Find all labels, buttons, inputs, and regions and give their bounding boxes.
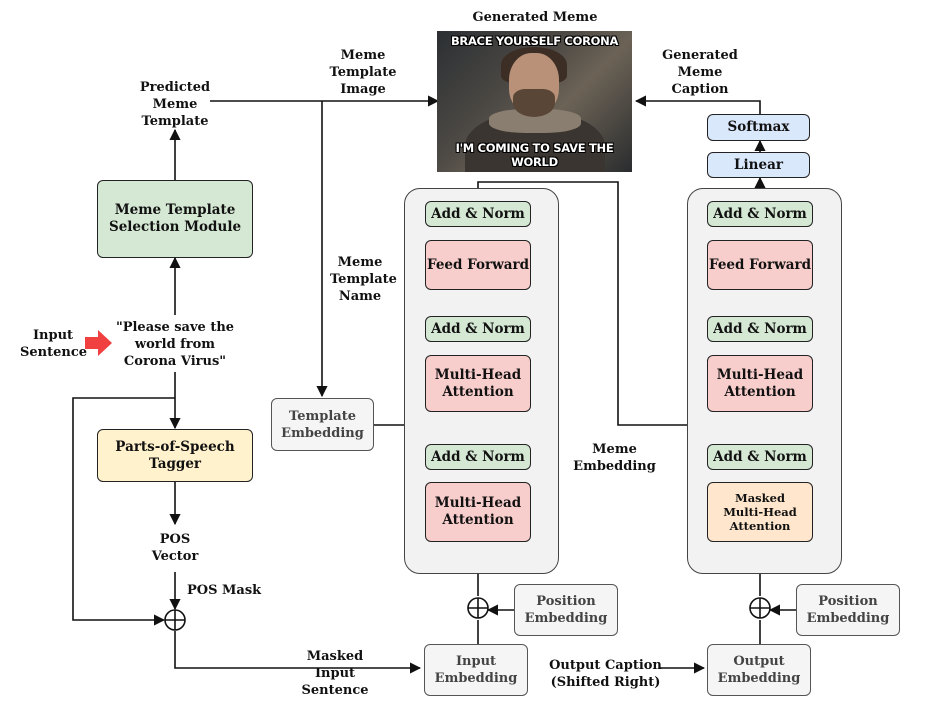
output-embedding-box: Output Embedding (707, 644, 811, 696)
linear-box: Linear (707, 152, 810, 178)
meme-template-image-label: Meme Template Image (329, 48, 397, 97)
decoder-position-embedding: Position Embedding (796, 584, 900, 636)
encoder-multi-head-attention-lower: Multi-Head Attention (425, 482, 531, 542)
output-caption-label: Output Caption (Shifted Right) (549, 658, 662, 690)
meme-template-name-label: Meme Template Name (330, 255, 397, 304)
decoder-add-norm-top: Add & Norm (707, 201, 813, 227)
decoder-add-norm-mid: Add & Norm (707, 316, 813, 342)
encoder-feed-forward: Feed Forward (425, 240, 531, 290)
meme-bottom-text: I'M COMING TO SAVE THE WORLD (455, 141, 614, 169)
template-embedding-box: Template Embedding (271, 398, 374, 451)
pos-tagger-box: Parts-of-Speech Tagger (97, 429, 253, 482)
meme-top-text: BRACE YOURSELF CORONA (450, 34, 619, 48)
decoder-feed-forward: Feed Forward (707, 240, 813, 290)
encoder-multi-head-attention-upper: Multi-Head Attention (425, 355, 531, 412)
decoder-add-norm-low: Add & Norm (707, 444, 813, 470)
meme-embedding-label: Meme Embedding (573, 442, 656, 474)
meme-image: BRACE YOURSELF CORONA I'M COMING TO SAVE… (437, 31, 632, 172)
masked-input-label: Masked Input Sentence (301, 649, 369, 698)
encoder-add-norm-low: Add & Norm (425, 444, 531, 470)
encoder-add-norm-mid: Add & Norm (425, 316, 531, 342)
decoder-multi-head-attention: Multi-Head Attention (707, 355, 813, 412)
generated-meme-title: Generated Meme (472, 10, 598, 25)
pos-vector-label: POS Vector (151, 532, 199, 564)
generated-caption-label: Generated Meme Caption (662, 48, 738, 97)
input-embedding-box: Input Embedding (424, 644, 528, 696)
meme-template-selection-module: Meme Template Selection Module (97, 180, 253, 258)
encoder-add-norm-top: Add & Norm (425, 201, 531, 227)
decoder-masked-multi-head-attention: Masked Multi-Head Attention (707, 482, 813, 542)
meme-figure-beard (513, 89, 555, 117)
pos-mask-label: POS Mask (187, 583, 262, 598)
input-quote-text: "Please save the world from Corona Virus… (115, 320, 235, 369)
predicted-template-label: Predicted Meme Template (139, 80, 211, 129)
red-arrow-icon (85, 330, 112, 356)
input-sentence-label: Input Sentence (20, 328, 88, 360)
encoder-position-embedding: Position Embedding (514, 584, 618, 636)
softmax-box: Softmax (707, 114, 810, 141)
